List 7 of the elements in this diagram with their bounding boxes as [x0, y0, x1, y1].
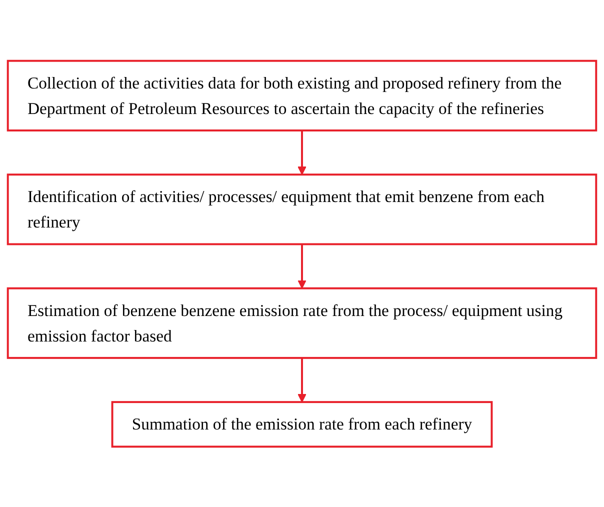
node-box: Identification of activities/ processes/ equipment that emit benzene from each refinery: [6, 173, 598, 245]
node-box: Estimation of benzene benzene emission rate from the process/ equipment using emission factor based: [6, 287, 598, 359]
arrow: [298, 358, 306, 402]
node-box: Collection of the activities data for both existing and proposed refinery from the Department of Petroleum Resources to ascertain the capacity of the refineries: [6, 60, 598, 132]
arrow: [298, 130, 306, 175]
node-box: Summation of the emission rate from each refinery: [111, 400, 493, 448]
arrow: [298, 244, 306, 288]
